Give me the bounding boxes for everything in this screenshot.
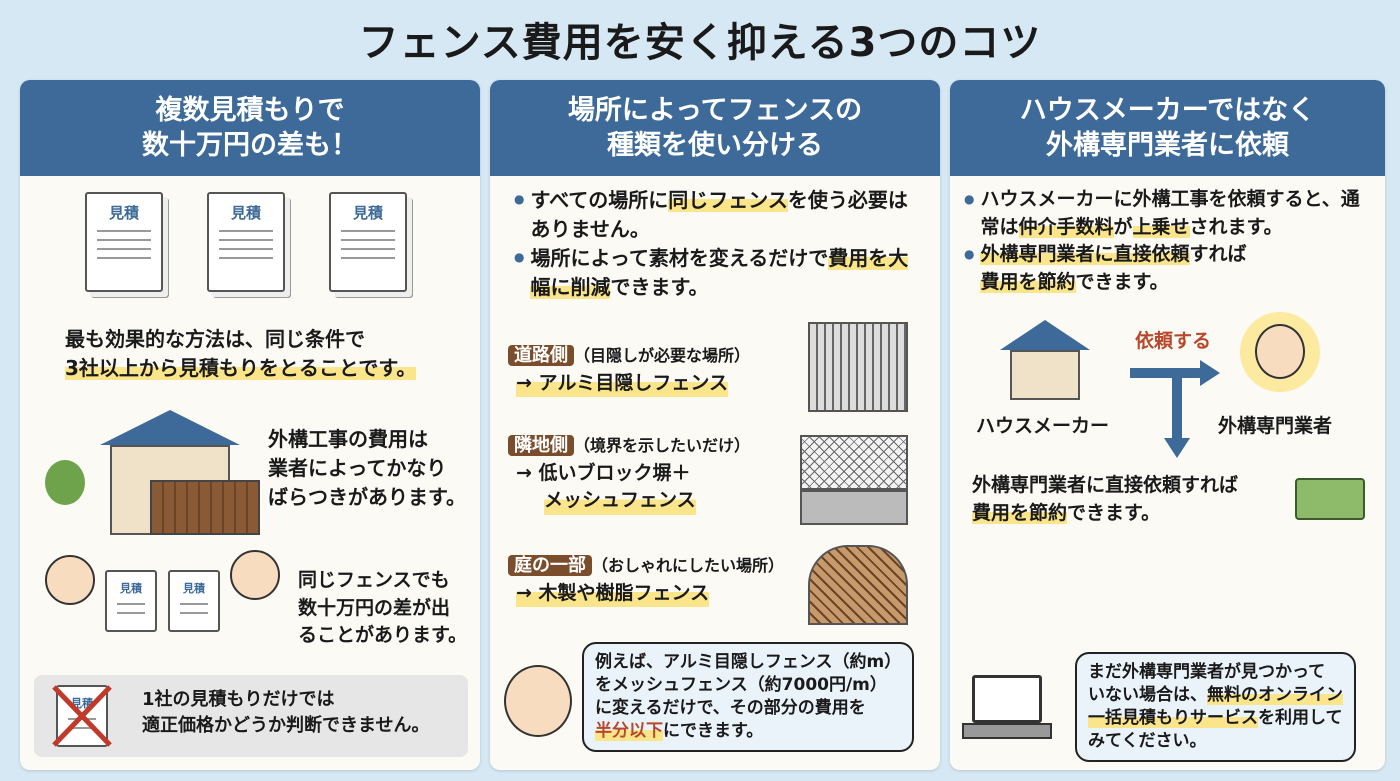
tip-panel-fence-types: 場所によってフェンスの 種類を使い分ける すべての場所に同じフェンスを使う必要は… <box>490 80 940 770</box>
result-text: 外構専門業者に直接依頼すれば 費用を節約できます。 <box>972 474 1239 524</box>
bullet-list: すべての場所に同じフェンスを使う必要はありません。 場所によって素材を変えるだけ… <box>514 186 924 302</box>
house-icon <box>1000 320 1090 400</box>
example-speech-bubble: 例えば、アルミ目隠しフェンス（約m）をメッシュフェンス（約7000円/m）に変え… <box>582 642 915 752</box>
specialist-label: 外構専門業者 <box>1218 415 1333 437</box>
person-avatar <box>504 665 572 737</box>
quote-document-icon: 見積 <box>207 192 285 292</box>
mesh-fence-image <box>800 435 908 490</box>
arrow-right-icon <box>1130 368 1200 378</box>
header-line: 種類を使い分ける <box>607 130 823 161</box>
arrow-head <box>1164 438 1190 458</box>
house-illustration <box>40 410 260 540</box>
laptop-icon <box>972 675 1042 723</box>
tip-panel-multiple-quotes: 複数見積もりで 数十万円の差も！ 見積 見積 見積 最も効果的な方法は、同じ条件… <box>20 80 480 770</box>
aluminum-fence-image <box>808 322 908 412</box>
specialist-avatar <box>1240 312 1320 392</box>
quote-document-icon: 見積 <box>85 192 163 292</box>
bullet-item: 場所によって素材を変えるだけで費用を大幅に削減できます。 <box>514 244 924 302</box>
money-icon <box>1295 478 1365 520</box>
request-label: 依頼する <box>1135 330 1212 352</box>
header-line: 場所によってフェンスの <box>567 94 863 126</box>
page-title: フェンス費用を安く抑える3つのコツ <box>358 20 1042 66</box>
arrow-down-icon <box>1172 378 1182 438</box>
bullet-list: ハウスメーカーに外構工事を依頼すると、通常は仲介手数料が上乗せされます。 外構専… <box>964 186 1374 296</box>
quote-document-icon: 見積 <box>329 192 407 292</box>
worker-icon <box>230 550 280 600</box>
location-item-garden: 庭の一部（おしゃれにしたい場所） → 木製や樹脂フェンス <box>508 552 784 608</box>
advice-speech-bubble: まだ外構専門業者が見つかって いない場合は、無料のオンライン 一括見積もりサービ… <box>1075 652 1356 762</box>
warning-box: 見積 1社の見積もりだけでは適正価格かどうか判断できません。 <box>34 675 468 757</box>
panel-header: 複数見積もりで 数十万円の差も！ <box>20 80 480 176</box>
block-wall-image <box>800 490 908 525</box>
header-line: 複数見積もりで <box>155 94 345 126</box>
variance-text: 外構工事の費用は業者によってかなりばらつきがあります。 <box>268 427 466 509</box>
price-difference-text: 同じフェンスでも数十万円の差が出ることがあります。 <box>298 569 468 647</box>
panel-header: 場所によってフェンスの 種類を使い分ける <box>490 80 940 176</box>
quote-document-icon: 見積 <box>105 570 157 632</box>
arrow-head <box>1200 360 1220 386</box>
laptop-keyboard <box>962 723 1052 739</box>
tip-panel-specialist: ハウスメーカーではなく 外構専門業者に依頼 ハウスメーカーに外構工事を依頼すると… <box>950 80 1385 770</box>
bullet-item: すべての場所に同じフェンスを使う必要はありません。 <box>514 186 924 244</box>
header-line: 外構専門業者に依頼 <box>1046 130 1289 161</box>
header-line: 数十万円の差も！ <box>142 130 358 161</box>
cross-icon <box>52 685 112 747</box>
panel-header: ハウスメーカーではなく 外構専門業者に依頼 <box>950 80 1385 176</box>
header-line: ハウスメーカーではなく <box>1019 94 1316 126</box>
warning-text: 1社の見積もりだけでは適正価格かどうか判断できません。 <box>142 689 430 737</box>
location-item-road: 道路側（目隠しが必要な場所） → アルミ目隠しフェンス <box>508 342 750 398</box>
quote-document-icon: 見積 <box>168 570 220 632</box>
wooden-fence-image <box>808 545 908 625</box>
house-maker-label: ハウスメーカー <box>976 415 1110 437</box>
worker-icon <box>45 555 95 605</box>
bullet-item: ハウスメーカーに外構工事を依頼すると、通常は仲介手数料が上乗せされます。 <box>964 186 1374 241</box>
location-item-neighbor: 隣地側（境界を示したいだけ） → 低いブロック塀＋ メッシュフェンス <box>508 432 750 515</box>
